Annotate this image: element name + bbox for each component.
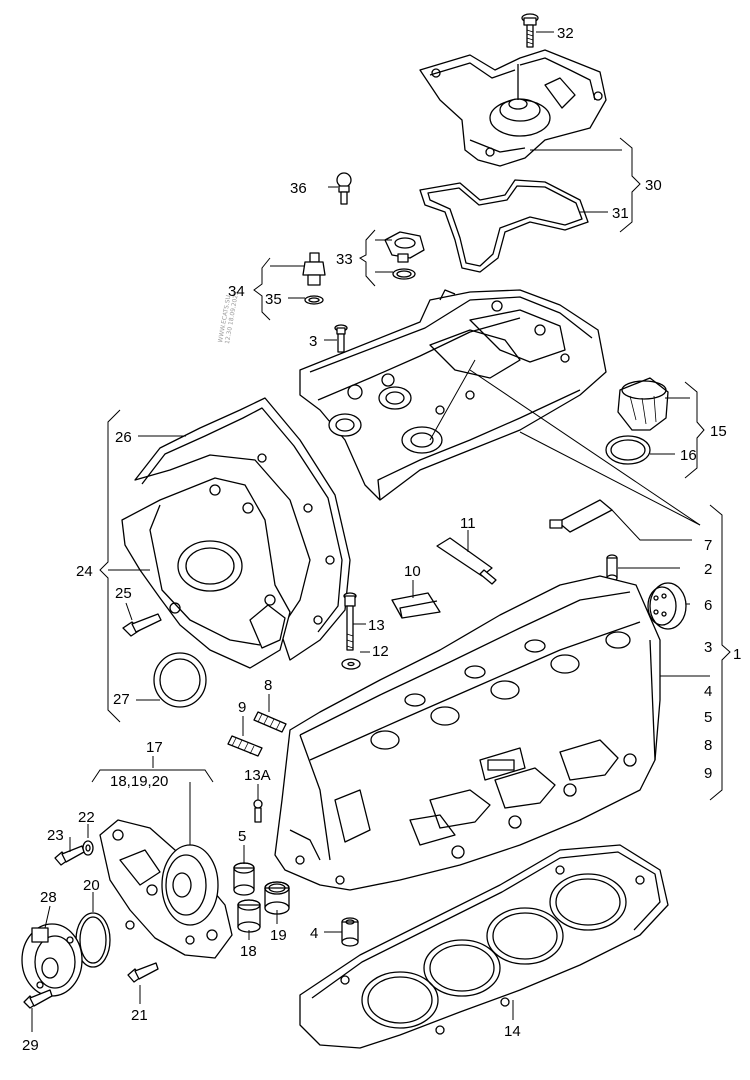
part-25-bolt[interactable] [122,613,162,637]
part-32-bolt[interactable] [521,13,539,48]
callout-5-lower[interactable]: 5 [238,828,246,845]
part-2-dowel[interactable] [606,554,618,582]
callout-2[interactable]: 2 [704,561,712,578]
part-valve-cover[interactable] [299,289,607,501]
part-24-timing-cover[interactable] [121,477,291,669]
part-29-bolt[interactable] [23,989,53,1009]
callout-labels: 32 30 31 36 33 34 35 3 15 16 26 11 7 24 … [22,25,741,1054]
part-4-seal[interactable] [341,917,359,947]
part-8-stud[interactable] [253,711,287,733]
callout-21[interactable]: 21 [131,1007,148,1024]
part-9-stud[interactable] [227,735,263,757]
callout-4-lower[interactable]: 4 [310,925,318,942]
part-19-bush[interactable] [264,881,290,915]
part-14-head-gasket[interactable] [299,844,669,1049]
part-23-bolt[interactable] [54,845,85,866]
callout-6[interactable]: 6 [704,597,712,614]
callout-8-list[interactable]: 8 [704,737,712,754]
callout-5-list[interactable]: 5 [704,709,712,726]
part-10-clip[interactable] [391,592,441,619]
callout-4-list[interactable]: 4 [704,683,712,700]
callout-29[interactable]: 29 [22,1037,39,1054]
part-17-pump-assembly[interactable] [99,819,233,959]
part-18-bush[interactable] [237,899,261,933]
part-12-washer[interactable] [341,658,361,670]
part-15-oil-filler-cap[interactable] [605,377,669,465]
callout-34[interactable]: 34 [228,283,245,300]
part-13-bolt[interactable] [343,592,357,651]
part-30-oil-separator[interactable] [419,49,607,167]
part-1-cylinder-head[interactable] [274,575,661,891]
part-7-sealant-tube[interactable] [549,499,613,533]
callout-24[interactable]: 24 [76,563,93,580]
callout-12[interactable]: 12 [372,643,389,660]
part-3-bolt[interactable] [334,324,348,353]
callout-23[interactable]: 23 [47,827,64,844]
part-28-vacuum-pump[interactable] [21,923,83,997]
callout-36[interactable]: 36 [290,180,307,197]
callout-33[interactable]: 33 [336,251,353,268]
part-6-gear[interactable] [647,582,687,630]
part-33-cap[interactable] [384,231,425,280]
part-11-sealant-tube[interactable] [436,537,497,585]
leader-lines [31,31,731,1032]
callout-35[interactable]: 35 [265,291,282,308]
part-21-bolt[interactable] [127,962,159,983]
callout-25[interactable]: 25 [115,585,132,602]
callout-28[interactable]: 28 [40,889,57,906]
callout-3-lower[interactable]: 3 [704,639,712,656]
callout-13[interactable]: 13 [368,617,385,634]
callout-8-upper[interactable]: 8 [264,677,272,694]
callout-16[interactable]: 16 [680,447,697,464]
part-26-gasket[interactable] [134,397,351,661]
part-34-sensor[interactable] [302,252,326,305]
callout-9-upper[interactable]: 9 [238,699,246,716]
part-31-gasket[interactable] [419,179,589,273]
callout-10[interactable]: 10 [404,563,421,580]
callout-19[interactable]: 19 [270,927,287,944]
callout-15[interactable]: 15 [710,423,727,440]
part-13A-bolt[interactable] [253,799,263,823]
callout-9-list[interactable]: 9 [704,765,712,782]
callout-7[interactable]: 7 [704,537,712,554]
callout-18[interactable]: 18 [240,943,257,960]
callout-22[interactable]: 22 [78,809,95,826]
callout-17[interactable]: 17 [146,739,163,756]
part-22-washer[interactable] [82,840,94,856]
callout-3-upper[interactable]: 3 [309,333,317,350]
callout-18-19-20[interactable]: 18,19,20 [110,773,168,790]
callout-14[interactable]: 14 [504,1023,521,1040]
callout-1[interactable]: 1 [733,646,741,663]
callout-20[interactable]: 20 [83,877,100,894]
callout-26[interactable]: 26 [115,429,132,446]
part-27-seal-ring[interactable] [153,652,207,708]
callout-32[interactable]: 32 [557,25,574,42]
callout-13A[interactable]: 13A [244,767,271,784]
callout-11[interactable]: 11 [460,515,476,532]
part-5-bush[interactable] [233,862,255,896]
callout-30[interactable]: 30 [645,177,662,194]
callout-27[interactable]: 27 [113,691,130,708]
part-36-ball-stud[interactable] [336,172,352,205]
callout-31[interactable]: 31 [612,205,629,222]
